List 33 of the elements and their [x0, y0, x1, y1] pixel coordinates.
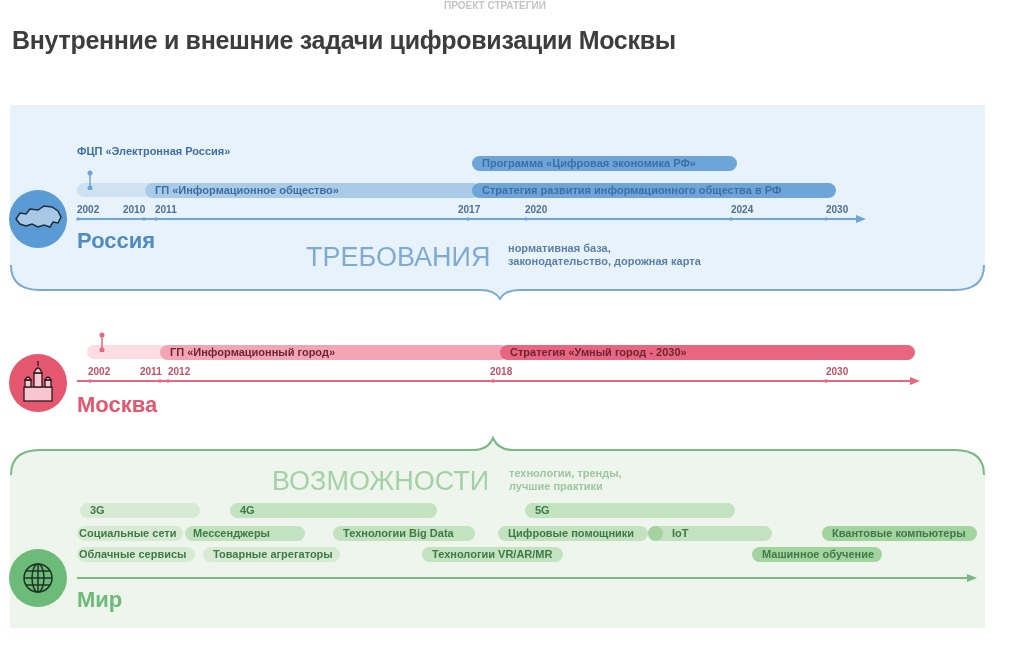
timeline-bar: 3G — [80, 503, 200, 518]
band-panel — [10, 436, 985, 628]
timeline-bar: Стратегия «Умный город - 2030» — [500, 345, 915, 360]
program-label: ФЦП «Электронная Россия» — [77, 145, 231, 157]
timeline-bar: 4G — [230, 503, 437, 518]
timeline-bar: Товарные агрегаторы — [203, 547, 340, 562]
year-label: 2018 — [490, 366, 513, 377]
timeline-bar: Технологии Big Data — [333, 526, 475, 541]
year-label: 2010 — [123, 204, 146, 215]
section-note: нормативная база, законодательство, дорожная карта — [508, 242, 702, 268]
year-label: 2011 — [140, 366, 162, 377]
timeline-bar: 5G — [525, 503, 735, 518]
timeline-bar: Мессенджеры — [185, 526, 305, 541]
section-heading: ТРЕБОВАНИЯ — [306, 242, 491, 273]
region-heading: Москва — [77, 392, 158, 418]
timeline-bar: Облачные сервисы — [77, 547, 195, 562]
section-heading: ВОЗМОЖНОСТИ — [272, 466, 490, 497]
region-heading: Россия — [77, 228, 156, 254]
timeline-bar: Машинное обучение — [752, 547, 882, 562]
region-heading: Мир — [77, 587, 123, 613]
timeline-bar: Цифровые помощники — [498, 526, 648, 541]
year-label: 2030 — [826, 204, 849, 215]
year-label: 2017 — [458, 204, 481, 215]
page-title: Внутренние и внешние задачи цифровизации Москвы — [12, 26, 676, 55]
section-note: технологии, тренды, лучшие практики — [509, 467, 623, 493]
timeline-bar: IoT — [648, 526, 772, 541]
timeline-bar: Квантовые компьютеры — [822, 526, 977, 541]
year-label: 2011 — [155, 204, 177, 215]
timeline-bar: Социальные сети — [77, 526, 183, 541]
timeline-bar: Технологии VR/AR/MR — [422, 547, 563, 562]
band-panel — [10, 105, 985, 300]
header-note: ПРОЕКТ СТРАТЕГИИ — [444, 0, 546, 11]
year-label: 2012 — [168, 366, 191, 377]
